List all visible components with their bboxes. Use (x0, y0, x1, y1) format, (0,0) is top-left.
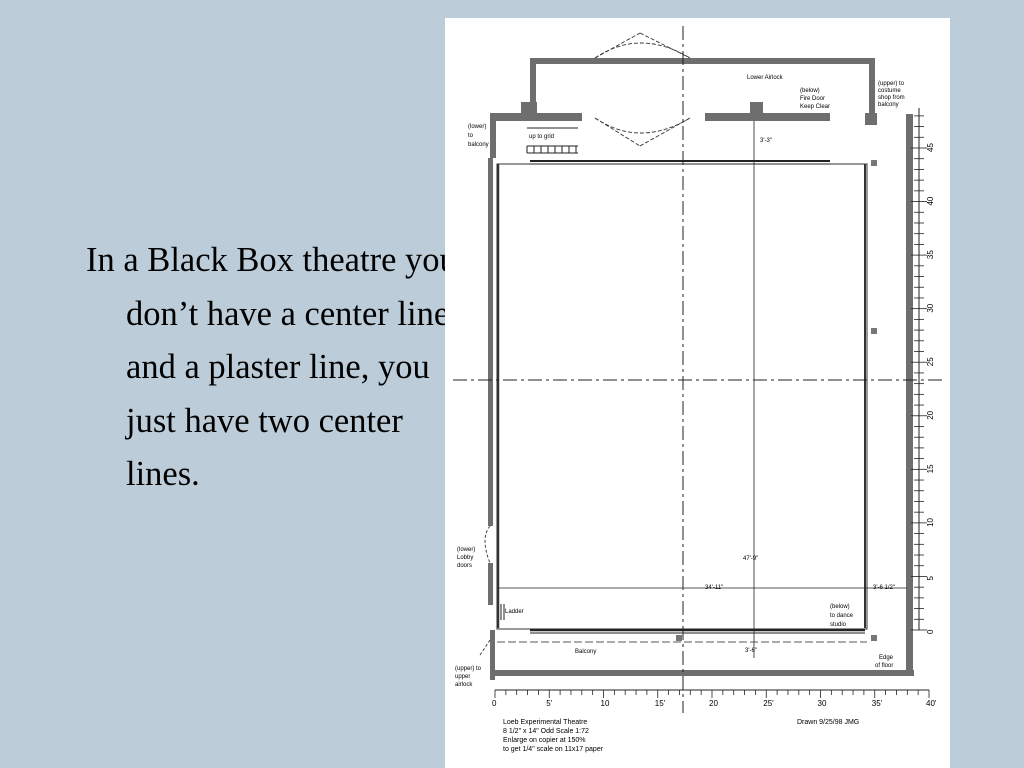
dimension-bottom-gap: 3'-6" (745, 648, 757, 654)
bottom-scale: 0 5' 10 15' 20 25' 30 35' 40' (492, 689, 937, 708)
label-costume-2: costume (878, 88, 901, 94)
slide-body-text: In a Black Box theatre you don’t have a … (86, 241, 457, 493)
label-balcony-access-1: (lower) (468, 124, 486, 130)
label-ladder: Ladder (505, 609, 524, 615)
label-fire-door-1: (below) (800, 88, 820, 94)
stage-floor (496, 163, 868, 630)
label-costume-1: (upper) to (878, 81, 905, 87)
label-costume-3: shop from (878, 95, 905, 101)
right-scale-label: 10 (926, 517, 935, 526)
label-balcony-access-3: balcony (468, 142, 489, 148)
label-fire-door-2: Fire Door (800, 96, 825, 102)
label-dance-studio-3: studio (830, 622, 847, 628)
bottom-scale-label: 10 (601, 699, 610, 708)
walls (488, 58, 914, 680)
label-balcony: Balcony (575, 649, 596, 655)
note-quarter-scale: to get 1/4" scale on 11x17 paper (503, 746, 604, 753)
center-lines (453, 26, 942, 713)
bottom-scale-label: 0 (492, 699, 497, 708)
right-scale-label: 30 (926, 303, 935, 312)
label-edge-of-floor-1: Edge (879, 655, 894, 661)
right-scale-label: 0 (926, 629, 935, 634)
stair-to-grid (526, 127, 578, 154)
posts (676, 160, 877, 641)
label-upper-airlock-1: (upper) to (455, 666, 482, 672)
bottom-scale-label: 40' (926, 699, 937, 708)
label-dance-studio-1: (below) (830, 604, 850, 610)
note-drawn-by: Drawn 9/25/98 JMG (797, 719, 859, 726)
floor-plan: Lower Airlock (below) Fire Door Keep Cle… (445, 18, 950, 768)
bottom-scale-label: 5' (546, 699, 552, 708)
dimension-right-gap: 3'-6 1/2" (873, 585, 895, 591)
label-lobby-doors-2: Lobby (457, 555, 473, 561)
bottom-scale-label: 15' (655, 699, 666, 708)
doors (479, 32, 691, 656)
label-up-to-grid: up to grid (529, 134, 554, 140)
label-edge-of-floor-2: of floor (875, 663, 893, 669)
label-costume-4: balcony (878, 102, 899, 108)
right-scale-label: 5 (926, 575, 935, 580)
label-lobby-doors-3: doors (457, 563, 472, 569)
dimension-lines (497, 121, 907, 658)
right-scale: 0 5 10 15 20 25 30 35 40 45 (911, 108, 935, 634)
label-fire-door-3: Keep Clear (800, 104, 830, 110)
bottom-scale-label: 20 (709, 699, 718, 708)
dimension-length: 47'-9" (743, 556, 758, 562)
ladder (500, 604, 505, 620)
label-balcony-access-2: to (468, 133, 474, 139)
dimension-width: 34'-11" (705, 585, 723, 591)
right-scale-label: 45 (926, 143, 935, 152)
right-scale-label: 15 (926, 464, 935, 473)
right-scale-label: 40 (926, 196, 935, 205)
note-enlarge: Enlarge on copier at 150% (503, 737, 586, 744)
right-scale-label: 25 (926, 357, 935, 366)
label-dance-studio-2: to dance (830, 613, 854, 619)
label-upper-airlock-3: airlock (455, 682, 473, 688)
note-scale: 8 1/2" x 14" Odd Scale 1:72 (503, 728, 589, 735)
label-lobby-doors-1: (lower) (457, 547, 475, 553)
bottom-scale-label: 35' (872, 699, 883, 708)
bottom-scale-label: 25' (763, 699, 774, 708)
dimension-top-gap: 3'-3" (760, 138, 772, 144)
right-scale-label: 20 (926, 410, 935, 419)
balcony-rails (497, 160, 867, 643)
note-theatre-name: Loeb Experimental Theatre (503, 719, 587, 726)
right-scale-label: 35 (926, 250, 935, 259)
label-upper-airlock-2: upper (455, 674, 470, 680)
label-lower-airlock: Lower Airlock (747, 75, 784, 81)
bottom-scale-label: 30 (818, 699, 827, 708)
